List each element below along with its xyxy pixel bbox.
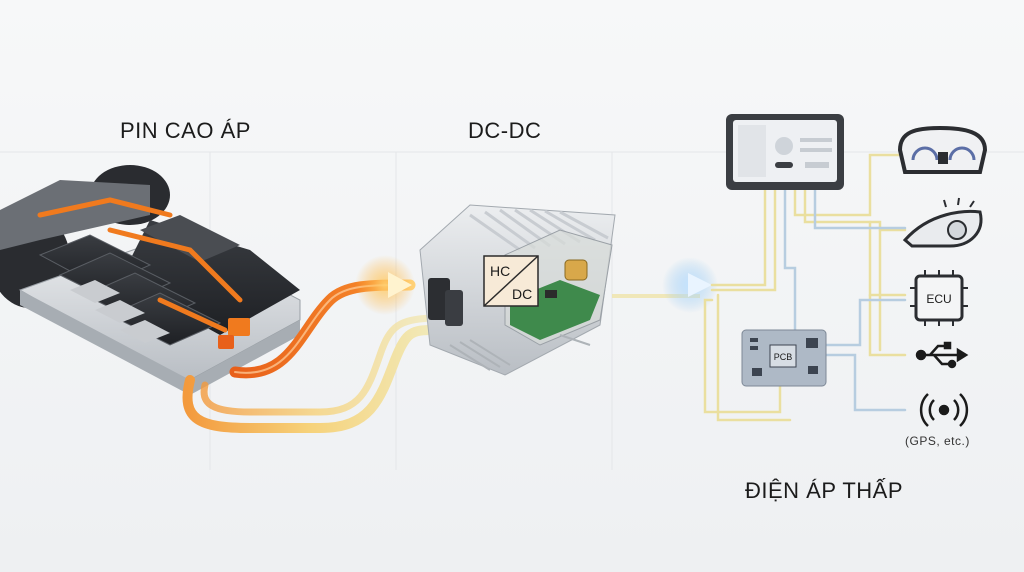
lv-arrow-icon	[688, 273, 712, 297]
badge-input-label: HC	[490, 263, 510, 279]
hv-arrow-icon	[388, 272, 412, 298]
infotainment-screen-icon	[726, 114, 844, 190]
pcb-board-icon	[741, 329, 827, 387]
battery-pack-icon	[0, 165, 301, 395]
hot-glow	[355, 255, 415, 315]
usb-icon	[915, 341, 969, 369]
ecu-chip-icon	[910, 270, 968, 326]
headlight-icon	[902, 197, 983, 248]
battery-title: PIN CAO ÁP	[120, 118, 251, 143]
ecu-label: ECU	[926, 292, 951, 306]
dcdc-title: DC-DC	[468, 118, 542, 143]
dashboard-cluster-icon	[897, 125, 988, 174]
low-voltage-title: ĐIỆN ÁP THẤP	[745, 478, 904, 503]
wireless-signal-icon	[919, 393, 969, 427]
distribution-wires	[703, 153, 907, 422]
pcb-label: PCB	[774, 352, 793, 362]
badge-output-label: DC	[512, 286, 532, 302]
gps-caption: (GPS, etc.)	[905, 434, 970, 448]
hc-dc-badge	[483, 255, 539, 307]
